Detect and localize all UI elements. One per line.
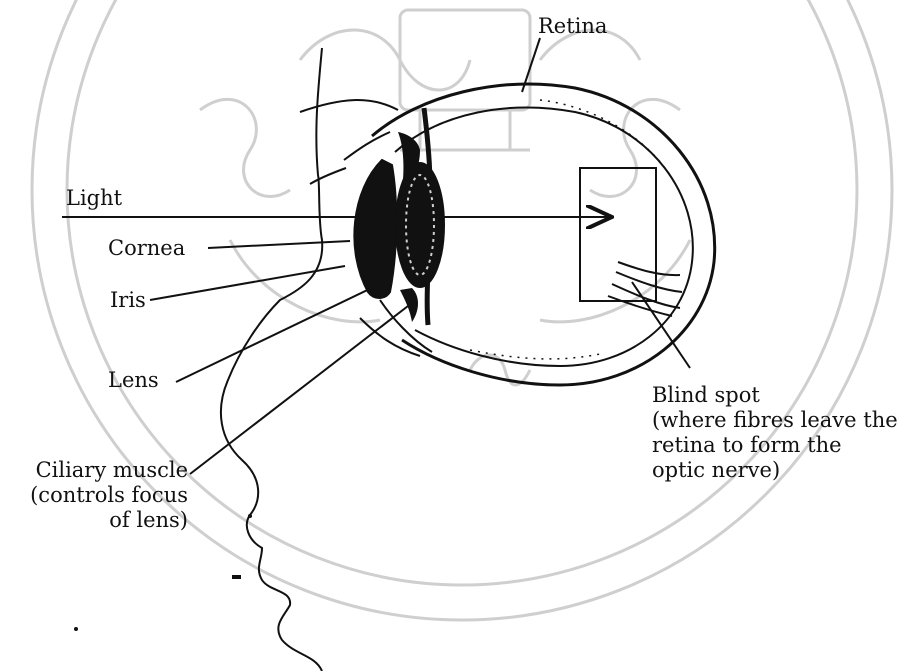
lens-leader	[176, 282, 384, 382]
blind-spot-line-3: retina to form the	[652, 433, 914, 458]
ciliary-label: Ciliary muscle (controls focus of lens)	[8, 458, 188, 533]
ciliary-leader	[190, 306, 408, 474]
retina-label: Retina	[538, 14, 607, 39]
blind-spot-line-1: Blind spot	[652, 383, 914, 408]
light-label: Light	[66, 186, 122, 211]
ciliary-line-1: Ciliary muscle	[8, 458, 188, 483]
blind-spot-label: Blind spot (where fibres leave the retin…	[652, 383, 914, 483]
blind-spot-box	[580, 168, 656, 301]
iris-label: Iris	[110, 288, 146, 313]
cornea-leader	[208, 241, 350, 248]
iris-lower	[400, 288, 418, 322]
lens-shape	[396, 163, 444, 287]
iris-leader	[150, 266, 345, 300]
blind-spot-line-2: (where fibres leave the	[652, 408, 914, 433]
cornea-label: Cornea	[108, 236, 185, 261]
optic-nerve	[618, 262, 680, 275]
lens-label: Lens	[108, 368, 159, 393]
cornea-shape	[354, 160, 396, 298]
blind-spot-line-4: optic nerve)	[652, 458, 914, 483]
ciliary-line-2: (controls focus	[8, 483, 188, 508]
ciliary-line-3: of lens)	[8, 508, 188, 533]
blind-spot-leader	[632, 282, 690, 368]
